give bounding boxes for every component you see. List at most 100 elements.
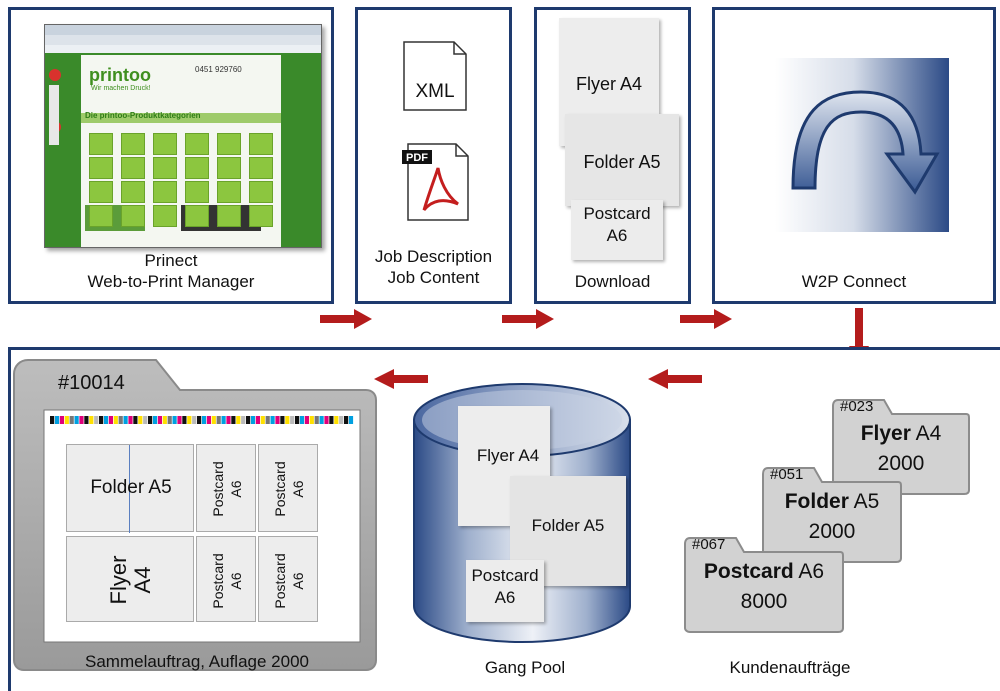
color-bar-patch xyxy=(152,416,158,424)
pool-doc-postcard-line1: Postcard xyxy=(471,566,539,585)
color-bar-patch xyxy=(113,416,118,424)
color-bar-patch xyxy=(295,416,300,424)
color-bar-patch xyxy=(74,416,79,424)
product-tile xyxy=(121,133,145,155)
color-bar-patch xyxy=(344,416,349,424)
color-bar-patch xyxy=(290,416,295,424)
product-tile xyxy=(217,157,241,179)
product-tile xyxy=(249,181,273,203)
pool-doc-postcard-line2: A6 xyxy=(494,588,516,607)
xml-file-icon: XML xyxy=(403,41,467,111)
flow-arrow-1-icon xyxy=(320,309,372,329)
color-bar-patch xyxy=(270,416,275,424)
color-bar-patch xyxy=(329,416,334,424)
color-bar-patch xyxy=(172,416,177,424)
product-tile xyxy=(89,205,113,227)
color-bar-patch xyxy=(250,416,256,424)
flow-arrow-left-2-icon xyxy=(648,369,702,389)
color-bar-patch xyxy=(89,416,94,424)
color-bar-patch xyxy=(79,416,84,424)
color-bar-patch xyxy=(226,416,231,424)
pool-doc-folder-label: Folder A5 xyxy=(531,516,605,535)
sheet-folder-a5: Folder A5 xyxy=(66,444,194,533)
job-label-line1: Job Description xyxy=(374,247,493,266)
flow-arrow-left-1-icon xyxy=(374,369,428,389)
color-bar-patch xyxy=(64,416,69,424)
order-product-name: Postcard xyxy=(703,560,794,583)
product-tile xyxy=(249,157,273,179)
sheet-postcard-line2: A6 xyxy=(228,480,244,498)
color-bar-patch xyxy=(59,416,64,424)
sheet-flyer-line2: A4 xyxy=(130,566,155,594)
download-doc-folder: Folder A5 xyxy=(565,114,679,206)
product-tile xyxy=(185,181,209,203)
manager-label-line2: Web-to-Print Manager xyxy=(87,272,255,291)
order-product: Flyer A4 xyxy=(832,422,970,446)
sheet-folder-label: Folder A5 xyxy=(90,477,172,498)
product-tile xyxy=(249,133,273,155)
color-bar-patch xyxy=(94,416,99,424)
connect-graphic xyxy=(775,58,949,232)
sheet-postcard-line2: A6 xyxy=(290,480,306,498)
pdf-label: PDF xyxy=(406,152,428,164)
order-product-format: A5 xyxy=(848,490,880,513)
job-files: XML PDF xyxy=(402,41,469,221)
order-number: #023 xyxy=(840,398,874,415)
product-tile xyxy=(185,133,209,155)
color-bar-patch xyxy=(148,416,153,424)
color-bar-patch xyxy=(84,416,89,424)
product-tile xyxy=(153,205,177,227)
sheet-postcard-line1: Postcard xyxy=(210,553,226,609)
color-bar-patch xyxy=(157,416,162,424)
flow-arrow-2-icon xyxy=(502,309,554,329)
color-bar-patch xyxy=(285,416,290,424)
color-bar-patch xyxy=(265,416,270,424)
web-to-print-manager-box: printoo Wir machen Druck! 0451 929760 Di… xyxy=(8,7,334,304)
xml-label: XML xyxy=(415,81,454,102)
printoo-website-screenshot: printoo Wir machen Druck! 0451 929760 Di… xyxy=(44,24,322,248)
download-doc-flyer-label: Flyer A4 xyxy=(575,74,643,94)
pool-doc-flyer-label: Flyer A4 xyxy=(476,446,540,465)
color-bar-patch xyxy=(255,416,260,424)
color-bar-patch xyxy=(50,416,55,424)
sheet-postcard-line1: Postcard xyxy=(210,461,226,517)
sheet-flyer-a4: Flyer A4 xyxy=(66,536,194,622)
product-tile xyxy=(121,205,145,227)
color-bar-patch xyxy=(319,416,324,424)
sammel-label: Sammelauftrag, Auflage 2000 xyxy=(85,652,309,671)
sheet-flyer-line1: Flyer xyxy=(106,555,131,605)
color-bar-patch xyxy=(246,416,251,424)
product-tile xyxy=(89,181,113,203)
download-label: Download xyxy=(574,272,651,291)
connect-arrow-icon xyxy=(791,90,940,195)
order-product-format: A6 xyxy=(793,560,825,583)
order-product-name: Folder xyxy=(784,490,849,513)
sheet-postcard-line2: A6 xyxy=(228,572,244,590)
product-tile xyxy=(89,157,113,179)
pool-doc-postcard: Postcard A6 xyxy=(466,560,544,622)
job-label-line2: Job Content xyxy=(387,268,480,287)
order-product: Folder A5 xyxy=(762,490,902,514)
color-bar-patch xyxy=(348,416,354,424)
printoo-category-heading: Die printoo-Produktkategorien xyxy=(85,111,201,120)
color-bar-patch xyxy=(314,416,319,424)
flow-arrow-3-icon xyxy=(680,309,732,329)
color-bar-patch xyxy=(324,416,329,424)
download-doc-postcard: Postcard A6 xyxy=(571,200,663,260)
pool-doc-flyer: Flyer A4 xyxy=(458,406,550,526)
color-bar-patch xyxy=(334,416,339,424)
printoo-phone: 0451 929760 xyxy=(195,65,242,74)
gang-pool-label: Gang Pool xyxy=(484,658,566,677)
product-tile xyxy=(89,133,113,155)
color-bar-patch xyxy=(99,416,104,424)
connect-label: W2P Connect xyxy=(801,272,907,291)
sheet-postcard-line1: Postcard xyxy=(272,553,288,609)
color-bar-patch xyxy=(128,416,133,424)
color-bar-patch xyxy=(133,416,138,424)
